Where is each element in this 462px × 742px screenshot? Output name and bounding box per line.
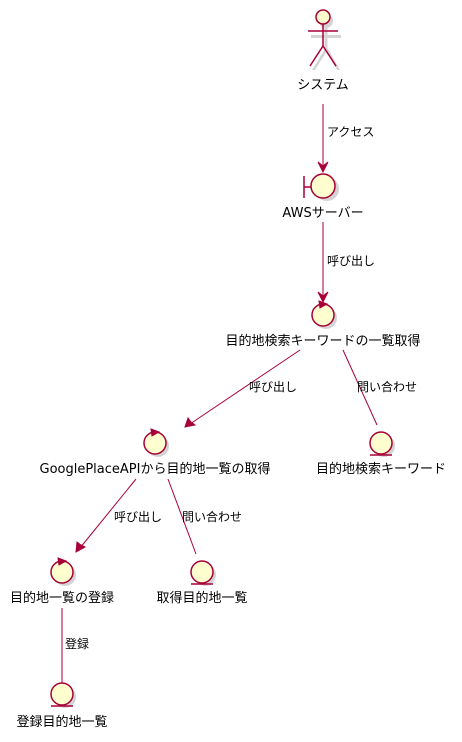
edge-label-query-2: 問い合わせ — [182, 509, 242, 524]
edge-call-1: 呼び出し — [317, 222, 375, 304]
entity-icon — [369, 431, 393, 455]
entity-registered: 登録目的地一覧 — [16, 682, 108, 730]
edge-query-2: 問い合わせ — [167, 478, 242, 555]
entity-icon — [50, 682, 74, 706]
control-icon — [50, 560, 74, 584]
control-google-place: GooglePlaceAPIから目的地一覧の取得 — [40, 428, 271, 477]
control-keyword-list: 目的地検索キーワードの一覧取得 — [225, 300, 421, 349]
control-icon — [143, 431, 167, 455]
control-icon — [311, 303, 335, 327]
node-label-register: 目的地一覧の登録 — [10, 590, 114, 606]
edge-call-2: 呼び出し — [184, 349, 301, 428]
node-label-google-place: GooglePlaceAPIから目的地一覧の取得 — [40, 461, 271, 477]
edge-label-register: 登録 — [65, 636, 89, 651]
entity-keyword: 目的地検索キーワード — [316, 431, 446, 477]
node-label-keyword-list: 目的地検索キーワードの一覧取得 — [225, 333, 420, 349]
entity-icon — [190, 560, 214, 584]
node-label-fetched: 取得目的地一覧 — [156, 590, 247, 606]
boundary-aws-server: AWSサーバー — [282, 173, 364, 221]
edge-call-3: 呼び出し — [75, 478, 162, 553]
boundary-icon — [310, 173, 336, 199]
actor-system: システム — [297, 9, 349, 93]
edge-label-access: アクセス — [327, 125, 374, 139]
entity-fetched: 取得目的地一覧 — [156, 560, 248, 606]
actor-head-icon — [315, 9, 331, 25]
edge-label-call-2: 呼び出し — [249, 380, 297, 394]
node-label-system: システム — [297, 78, 349, 93]
node-label-keyword: 目的地検索キーワード — [316, 461, 446, 477]
edge-query-1: 問い合わせ — [342, 349, 417, 426]
node-label-registered: 登録目的地一覧 — [16, 714, 107, 730]
edge-label-query-1: 問い合わせ — [357, 379, 417, 394]
node-label-aws: AWSサーバー — [282, 206, 363, 221]
edge-register: 登録 — [61, 608, 89, 683]
control-register: 目的地一覧の登録 — [10, 557, 114, 606]
edge-label-call-3: 呼び出し — [114, 510, 162, 524]
edge-label-call-1: 呼び出し — [327, 254, 375, 268]
edge-access: アクセス — [317, 104, 374, 174]
